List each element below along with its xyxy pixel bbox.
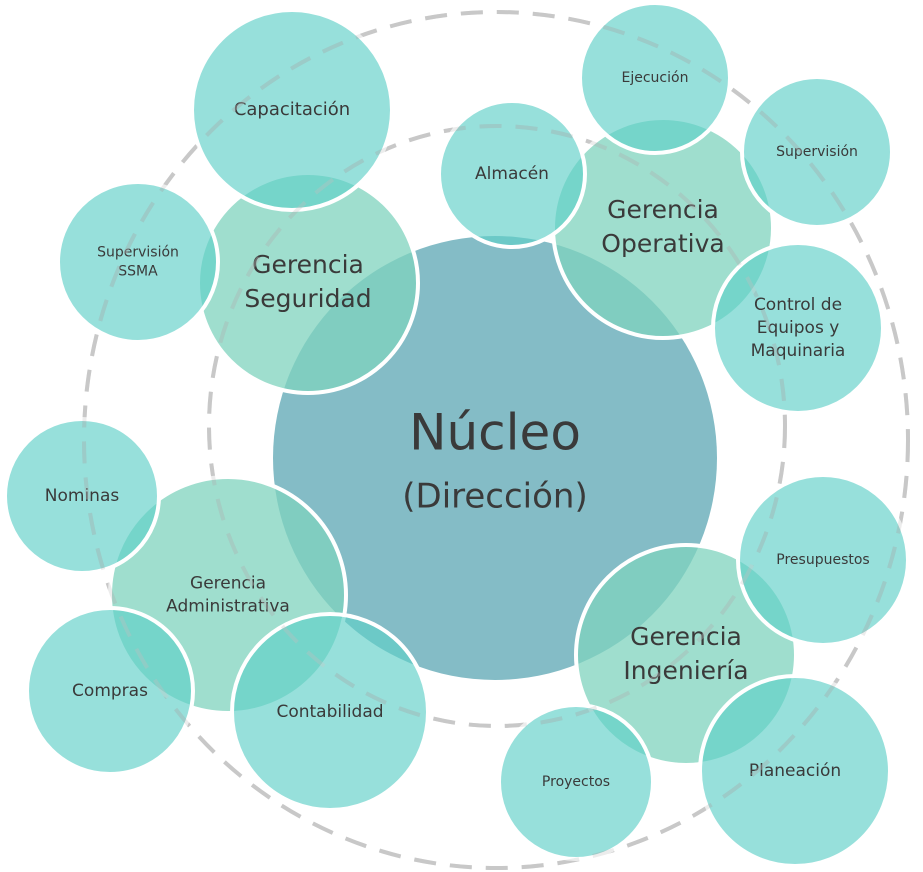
seguridad-label: Seguridad (244, 284, 371, 313)
satellite-planeacion (698, 674, 892, 868)
nucleus-title: Núcleo (409, 404, 581, 462)
contabilidad-label: Contabilidad (276, 702, 383, 722)
satellite-supervision (740, 75, 894, 229)
nominas-label: Nominas (45, 486, 120, 506)
satellite-ejecucion (578, 1, 732, 155)
planeacion-label: Planeación (749, 761, 841, 781)
almacen-label: Almacén (475, 164, 549, 184)
ssma-label: SSMA (118, 263, 158, 279)
administrativa-label: Gerencia (190, 574, 266, 594)
capacitacion-label: Capacitación (234, 99, 350, 120)
supervision-label: Supervisión (776, 144, 858, 160)
satellite-proyectos (497, 703, 655, 861)
proyectos-label: Proyectos (542, 774, 610, 790)
operativa-label: Gerencia (607, 195, 719, 224)
nucleus-subtitle: (Dirección) (402, 477, 588, 517)
outer-orbit-ring (82, 10, 910, 870)
ssma-label: Supervisión (97, 245, 179, 261)
control-label: Equipos y (757, 318, 840, 338)
satellite-compras (25, 606, 195, 776)
satellite-ssma (56, 180, 220, 344)
operativa-label: Operativa (601, 229, 724, 258)
compras-label: Compras (72, 681, 148, 701)
satellite-capacitacion (190, 8, 394, 212)
satellite-control (711, 241, 885, 415)
satellite-almacen (437, 99, 587, 249)
ingenieria-label: Ingeniería (623, 656, 748, 685)
administrativa-label: Administrativa (166, 596, 290, 616)
ejecucion-label: Ejecución (622, 70, 689, 86)
satellite-presupuestos (736, 473, 910, 647)
outer-orbit-ring (82, 10, 910, 870)
ingenieria-label: Gerencia (630, 622, 742, 651)
seguridad-label: Gerencia (252, 250, 364, 279)
presupuestos-label: Presupuestos (776, 552, 869, 568)
satellite-contabilidad (230, 612, 430, 812)
satellite-nominas (3, 417, 161, 575)
inner-orbit-ring (207, 124, 787, 728)
control-label: Control de (754, 295, 842, 315)
control-label: Maquinaria (751, 341, 846, 361)
